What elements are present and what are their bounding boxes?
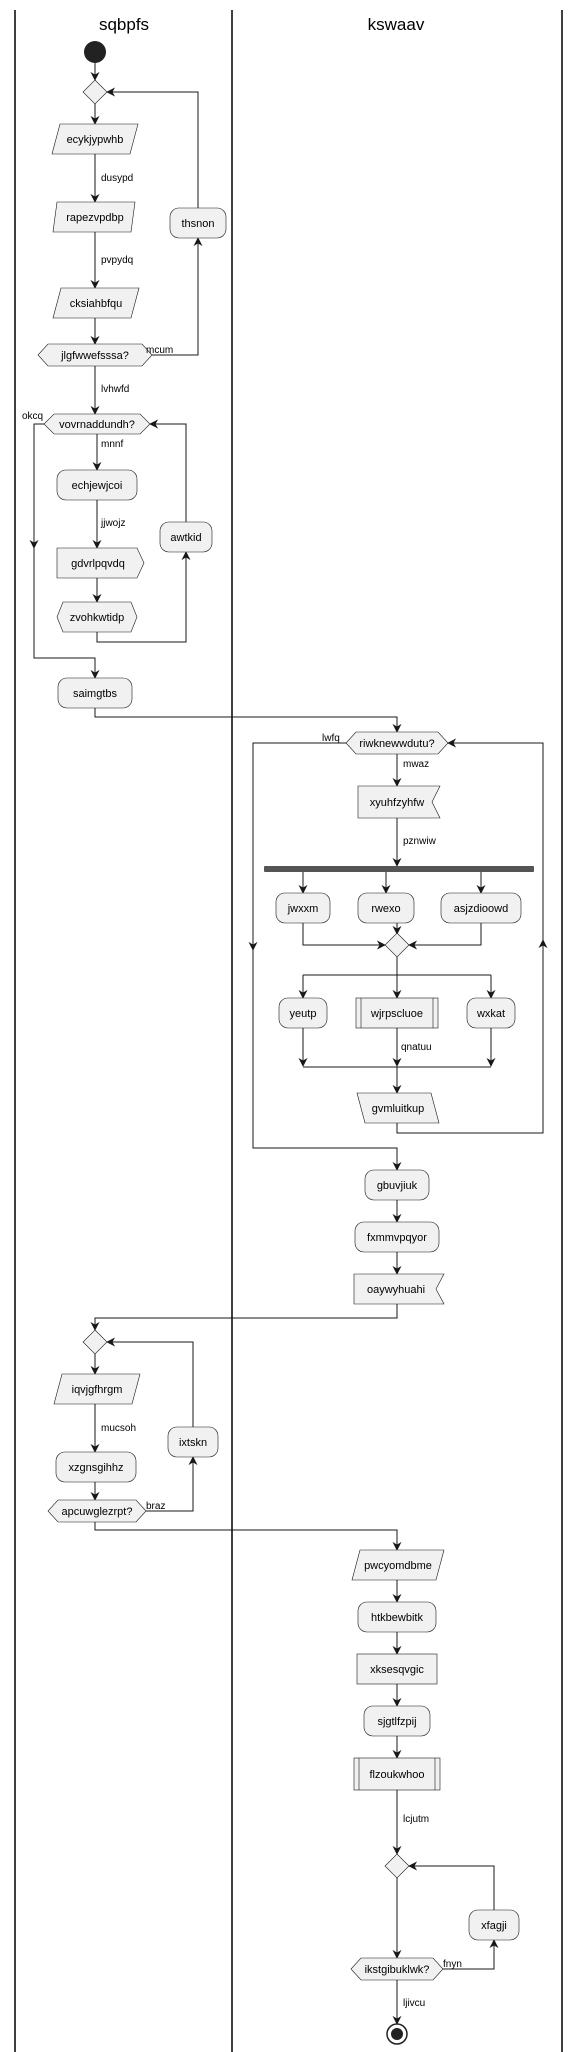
input-node-iqvjgfhrgm	[53, 1373, 141, 1405]
action-rwexo	[357, 892, 415, 924]
subprocess-flzoukwhoo	[353, 1757, 441, 1791]
edge-label-pznwiw: pznwiw	[403, 836, 437, 847]
label-echjewjcoi: echjewjcoi	[72, 480, 123, 492]
label-vovrnaddundh: vovrnaddundh?	[59, 419, 135, 431]
label-fxmmvpqyor: fxmmvpqyor	[367, 1232, 427, 1244]
receive-signal-xyuhfzyhfw	[357, 785, 441, 819]
label-jlgfwwefsssa: jlgfwwefsssa?	[60, 350, 129, 362]
label-xzgnsgihhz: xzgnsgihhz	[68, 1462, 123, 1474]
lane-title-sqbpfs: sqbpfs	[99, 15, 149, 34]
input-node-ecykjypwhb	[51, 123, 139, 155]
input-node-rapezvpdbp	[52, 201, 136, 233]
action-xzgnsgihhz	[55, 1451, 137, 1483]
edge-label-dusypd: dusypd	[101, 173, 133, 184]
label-thsnon: thsnon	[181, 218, 214, 230]
label-gvmluitkup: gvmluitkup	[372, 1103, 425, 1115]
label-gbuvjiuk: gbuvjiuk	[377, 1180, 418, 1192]
edge-label-okcq: okcq	[22, 411, 43, 422]
label-saimgtbs: saimgtbs	[73, 688, 118, 700]
edge-label-mwaz: mwaz	[403, 759, 429, 770]
edge-label-lvhwfd: lvhwfd	[101, 384, 129, 395]
label-ixtskn: ixtskn	[179, 1437, 207, 1449]
label-wxkat: wxkat	[476, 1008, 505, 1020]
label-rapezvpdbp: rapezvpdbp	[66, 212, 124, 224]
label-pwcyomdbme: pwcyomdbme	[364, 1560, 432, 1572]
lane-title-kswaav: kswaav	[368, 15, 425, 34]
merge-diamond-3	[82, 1329, 108, 1355]
output-gvmluitkup	[356, 1092, 440, 1124]
label-iqvjgfhrgm: iqvjgfhrgm	[72, 1384, 123, 1396]
decision-apcuwglezrpt	[47, 1499, 147, 1523]
receive-signal-oaywyhuahi	[353, 1273, 445, 1305]
process-xksesqvgic	[356, 1653, 438, 1685]
label-wjrpscluoe: wjrpscluoe	[370, 1008, 423, 1020]
label-gdvrlpqvdq: gdvrlpqvdq	[71, 558, 125, 570]
label-flzoukwhoo: flzoukwhoo	[369, 1769, 424, 1781]
fork-bar	[264, 866, 534, 872]
label-xyuhfzyhfw: xyuhfzyhfw	[370, 797, 424, 809]
edge-label-fnyn: fnyn	[443, 1959, 462, 1970]
label-ikstgibuklwk: ikstgibuklwk?	[365, 1964, 430, 1976]
merge-diamond-4	[384, 1853, 410, 1879]
label-rwexo: rwexo	[371, 903, 400, 915]
merge-diamond-2	[384, 932, 410, 958]
edge-label-lcjutm: lcjutm	[403, 1814, 429, 1825]
label-awtkid: awtkid	[170, 532, 201, 544]
decision-jlgfwwefsssa	[37, 343, 153, 367]
edge-label-mnnf: mnnf	[101, 439, 123, 450]
label-asjzdioowd: asjzdioowd	[454, 903, 508, 915]
send-signal-gdvrlpqvdq	[56, 547, 145, 579]
edge-label-ljivcu: ljivcu	[403, 1998, 425, 2009]
label-xksesqvgic: xksesqvgic	[370, 1664, 424, 1676]
label-zvohkwtidp: zvohkwtidp	[70, 612, 124, 624]
decision-ikstgibuklwk	[350, 1957, 444, 1981]
label-apcuwglezrpt: apcuwglezrpt?	[62, 1506, 133, 1518]
label-jwxxm: jwxxm	[287, 903, 319, 915]
label-cksiahbfqu: cksiahbfqu	[70, 298, 123, 310]
label-riwknewwdutu: riwknewwdutu?	[359, 738, 434, 750]
edge-label-jjwojz: jjwojz	[100, 518, 125, 529]
subprocess-wjrpscluoe	[355, 997, 439, 1029]
edge-label-lwfq: lwfq	[322, 733, 340, 744]
input-node-pwcyomdbme	[351, 1549, 445, 1581]
start-node	[84, 41, 106, 63]
edge-label-pvpydq: pvpydq	[101, 255, 133, 266]
label-htkbewbitk: htkbewbitk	[371, 1612, 423, 1624]
label-ecykjypwhb: ecykjypwhb	[67, 134, 124, 146]
input-node-cksiahbfqu	[52, 287, 140, 319]
edge-label-mucsoh: mucsoh	[101, 1423, 136, 1434]
end-node-inner	[391, 2028, 403, 2040]
label-oaywyhuahi: oaywyhuahi	[367, 1284, 425, 1296]
edge-label-qnatuu: qnatuu	[401, 1042, 432, 1053]
hexagon-zvohkwtidp	[56, 601, 138, 633]
merge-diamond-1	[82, 79, 108, 105]
edge-label-braz: braz	[146, 1501, 165, 1512]
edge-label-mcum: mcum	[146, 345, 173, 356]
label-yeutp: yeutp	[290, 1008, 317, 1020]
label-xfagji: xfagji	[481, 1920, 507, 1932]
label-sjgtlfzpij: sjgtlfzpij	[377, 1716, 416, 1728]
